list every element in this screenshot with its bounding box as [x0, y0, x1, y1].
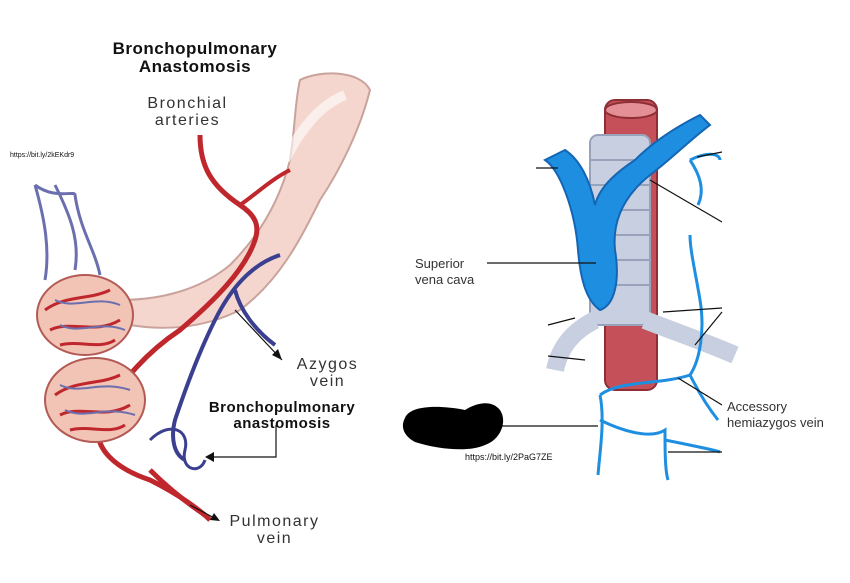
- lower-left-pointer: [547, 355, 586, 361]
- venous-network: [33, 183, 102, 281]
- anastomosis-arrowhead: [205, 452, 214, 462]
- left-source-url: https://bit.ly/2kEKdr9: [10, 152, 75, 159]
- svc-line-1: Superior: [415, 256, 465, 271]
- pulmonary-vein-label: Pulmonary vein: [222, 513, 327, 548]
- bronchial-artery-branch: [238, 168, 291, 207]
- anastomosis-line-2: anastomosis: [233, 414, 331, 432]
- redaction-blob: [402, 403, 504, 450]
- accessory-pointer: [677, 377, 723, 406]
- diagram-title: Bronchopulmonary Anastomosis: [100, 40, 290, 76]
- anastomosis-label: Bronchopulmonary anastomosis: [192, 400, 372, 432]
- pulmonary-vein-line-2: vein: [256, 529, 293, 547]
- bronchi-branches: [546, 311, 739, 373]
- mid-right-pointer: [649, 179, 723, 223]
- azygos-vein-line-2: vein: [309, 372, 346, 390]
- bronchus-right-pointer: [662, 307, 723, 313]
- pulmonary-vein-line-1: Pulmonary: [229, 513, 320, 530]
- right-source-url: https://bit.ly/2PaG7ZE: [465, 452, 553, 462]
- accessory-line-2: hemiazygos vein: [727, 415, 824, 431]
- superior-vena-cava-vessel: [543, 113, 712, 312]
- anastomosis-pointer: [210, 425, 277, 458]
- azygos-arrowhead: [272, 349, 282, 360]
- diagram-title-line-2: Anastomosis: [138, 56, 252, 76]
- azygos-pointer: [234, 309, 283, 361]
- left-bronchus-pointer: [547, 317, 576, 326]
- azygos-vein-vessel: [171, 253, 281, 462]
- bronchial-arteries-line-2: arteries: [154, 111, 221, 129]
- diagram-title-line-1: Bronchopulmonary: [112, 39, 278, 58]
- esophagus-top: [604, 101, 658, 119]
- anastomosis-loops: [148, 427, 207, 471]
- upper-vein-branches: [688, 152, 722, 206]
- azygos-vein-line-1: Azygos: [296, 356, 359, 373]
- anastomosis-line-1: Bronchopulmonary: [208, 399, 356, 416]
- azygos-system-veins: [596, 234, 721, 481]
- superior-vena-cava-label: Superior vena cava: [415, 256, 474, 289]
- alveoli-lower: [44, 357, 146, 443]
- top-right-pointer: [696, 151, 723, 158]
- accessory-hemiazygos-label: Accessory hemiazygos vein: [727, 399, 824, 432]
- bronchial-arteries-line-1: Bronchial: [147, 95, 228, 112]
- svc-line-2: vena cava: [415, 272, 475, 288]
- azygos-vein-branch: [233, 289, 277, 347]
- pulmonary-arrowhead: [210, 513, 220, 521]
- azygos-vein-label: Azygos vein: [285, 356, 370, 391]
- pulmonary-vein-vessel: [148, 468, 207, 518]
- alveoli-upper: [36, 274, 134, 356]
- bronchus-right-pointer-2: [694, 311, 723, 346]
- bronchial-arteries-label: Bronchial arteries: [130, 95, 245, 130]
- accessory-line-1: Accessory: [727, 399, 787, 414]
